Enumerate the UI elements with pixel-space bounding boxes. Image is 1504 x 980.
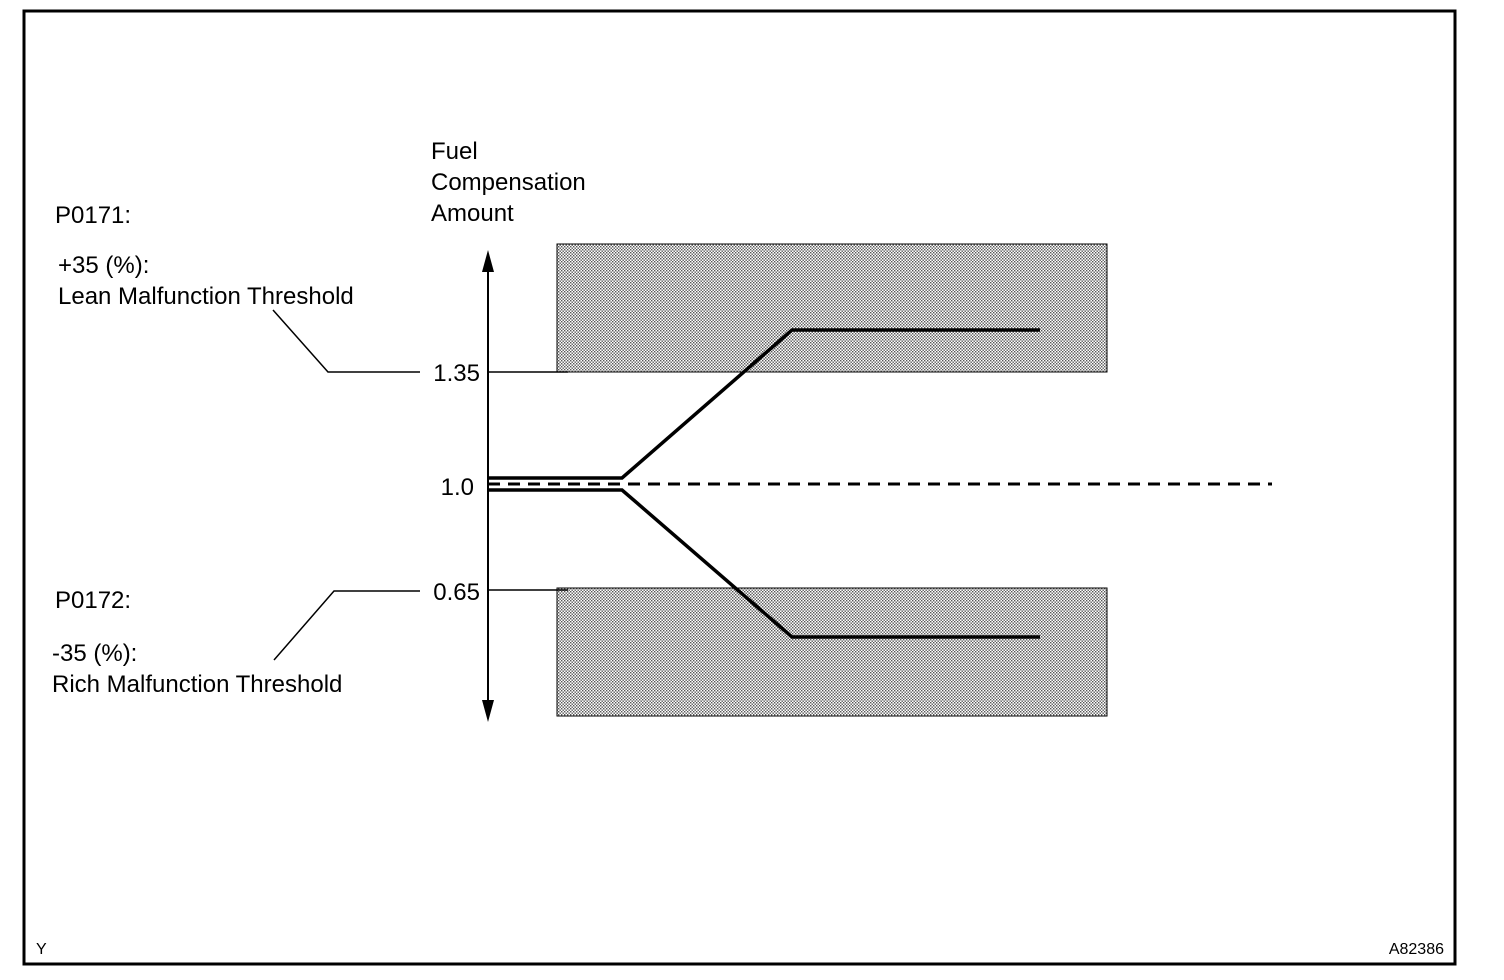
tick-label-lower: 0.65 (433, 579, 480, 606)
axis-arrow-up (482, 250, 494, 272)
lean-malfunction-zone (556, 243, 1108, 373)
lean-compensation-curve (488, 328, 1040, 480)
rich-code-label: P0172: (55, 587, 131, 614)
lean-percent-label: +35 (%): (58, 252, 149, 279)
rich-leader-line (273, 590, 420, 661)
lean-description-label: Lean Malfunction Threshold (58, 283, 354, 310)
tick-label-middle: 1.0 (441, 474, 474, 501)
rich-compensation-curve (488, 488, 1040, 639)
axis-title-line-3: Amount (431, 200, 514, 227)
diagram-frame (22, 9, 1457, 966)
rich-percent-label: -35 (%): (52, 640, 137, 667)
axis-arrow-down (482, 700, 494, 722)
rich-malfunction-zone (556, 587, 1108, 717)
figure-code: A82386 (1389, 941, 1444, 958)
axis-title-line-2: Compensation (431, 169, 586, 196)
corner-mark-left: Y (36, 941, 47, 958)
tick-label-upper: 1.35 (433, 360, 480, 387)
axis-title-line-1: Fuel (431, 138, 478, 165)
lean-leader-line (272, 309, 420, 373)
rich-description-label: Rich Malfunction Threshold (52, 671, 342, 698)
lean-code-label: P0171: (55, 202, 131, 229)
